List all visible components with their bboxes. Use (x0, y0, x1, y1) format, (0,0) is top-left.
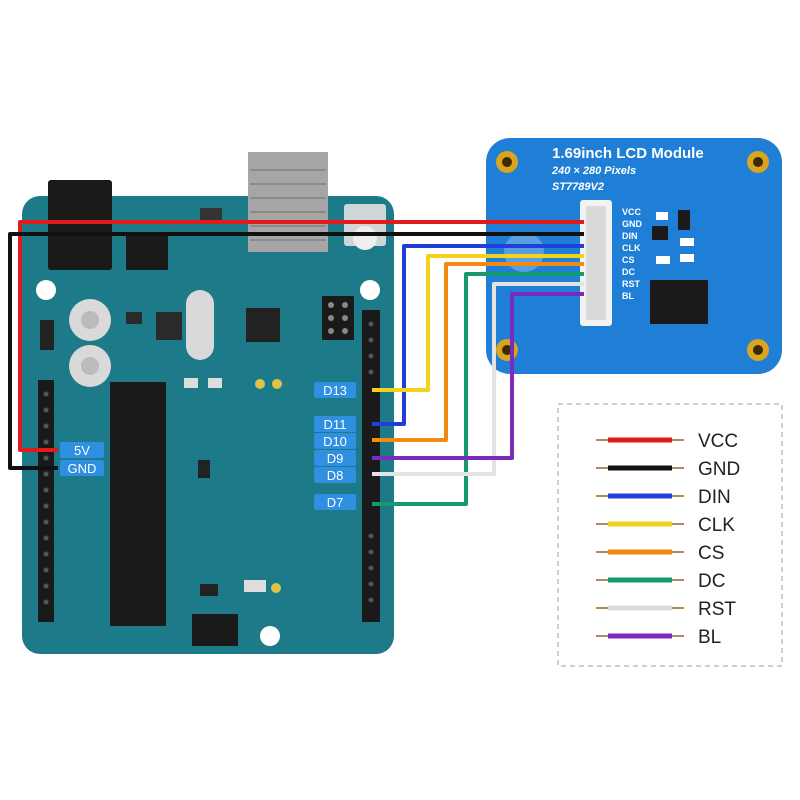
lcd-pin-label: CS (622, 255, 635, 265)
power-jack (48, 180, 112, 270)
legend-label: DIN (698, 487, 731, 508)
legend-item: BL (596, 627, 721, 648)
mounting-holes (496, 151, 769, 361)
lcd-title: 1.69inch LCD Module (552, 145, 704, 162)
wire-clk (372, 254, 584, 392)
pin-tag-gnd: GND (68, 461, 97, 476)
pin-tag-d7: D7 (327, 495, 344, 510)
arduino-digital-tags: D13 D11 D10 D9 D8 D7 (314, 382, 356, 510)
pin-tag-d11: D11 (324, 417, 347, 432)
usb-chip (246, 308, 280, 342)
lcd-pin-label: DIN (622, 231, 638, 241)
wires (8, 220, 584, 506)
legend-label: RST (698, 599, 736, 620)
pin-tag-d8: D8 (327, 468, 344, 483)
wire-rst (372, 282, 584, 476)
wire-vcc (18, 220, 584, 452)
legend-label: BL (698, 627, 721, 648)
legend-label: DC (698, 571, 725, 592)
lcd-pin-label: GND (622, 219, 643, 229)
lcd-pin-labels: VCC GND DIN CLK CS DC RST BL (622, 207, 643, 301)
wire-dc (372, 272, 584, 506)
lcd-pin-label: VCC (622, 207, 642, 217)
lcd-pin-label: CLK (622, 243, 641, 253)
arduino-power-tags: 5V GND (60, 442, 104, 476)
wire-cs (372, 262, 584, 442)
lcd-pin-label: RST (622, 279, 641, 289)
legend-label: CS (698, 543, 724, 564)
wire-legend: VCC GND DIN CLK CS DC RST BL (557, 403, 783, 667)
left-header (38, 380, 54, 622)
lcd-module: 1.69inch LCD Module 240 × 280 Pixels ST7… (486, 138, 782, 374)
lcd-pin-label: DC (622, 267, 635, 277)
wire-bl (372, 292, 584, 460)
legend-item: RST (596, 599, 736, 620)
microcontroller-chip (110, 382, 166, 626)
legend-item: VCC (596, 431, 738, 452)
pin-tag-d10: D10 (323, 434, 347, 449)
legend-label: CLK (698, 515, 735, 536)
lcd-driver: ST7789V2 (552, 181, 604, 193)
icsp-header (322, 296, 354, 340)
legend-label: VCC (698, 431, 738, 452)
usb-port (248, 152, 328, 252)
pin-tag-5v: 5V (74, 443, 90, 458)
wire-gnd (8, 232, 584, 470)
pin-tag-d9: D9 (327, 451, 344, 466)
wire-din (372, 244, 584, 426)
lcd-driver-chip (650, 280, 708, 324)
legend-item: GND (596, 459, 740, 480)
lcd-pin-label: BL (622, 291, 634, 301)
arduino-board (22, 152, 394, 654)
pin-tag-d13: D13 (323, 383, 347, 398)
legend-label: GND (698, 459, 740, 480)
lcd-resolution: 240 × 280 Pixels (551, 165, 636, 177)
legend-item: CS (596, 543, 724, 564)
legend-item: DC (596, 571, 725, 592)
legend-item: DIN (596, 487, 731, 508)
legend-item: CLK (596, 515, 735, 536)
